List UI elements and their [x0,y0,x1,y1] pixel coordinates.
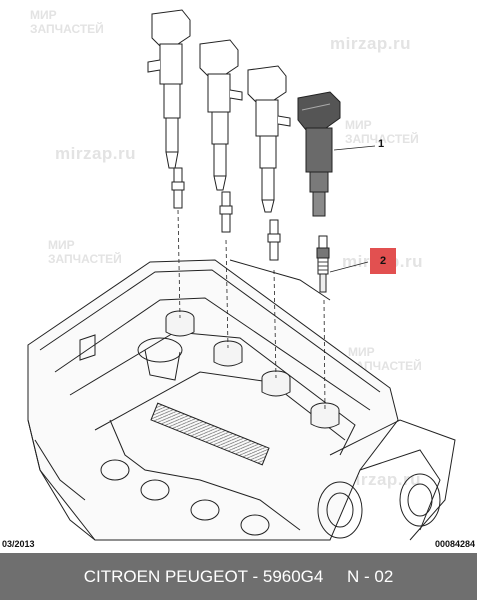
spark-plug-wells [165,310,340,429]
ignition-coil [199,39,243,191]
callout-2: 2 [370,248,396,274]
ignition-coil [247,65,291,213]
spark-plug [219,191,233,233]
caption-bar: CITROEN PEUGEOT - 5960G4 N - 02 [0,553,477,600]
spark-plug [267,219,281,261]
ignition-coil-highlighted [297,91,341,217]
document-code: 00084284 [434,539,475,549]
alignment-lines [177,209,326,411]
spark-plug-highlighted [316,235,330,293]
ignition-coil [147,9,191,169]
date-code: 03/2013 [2,539,35,549]
spark-plug [171,167,185,209]
callout-1: 1 [378,138,385,150]
cylinder-head [27,259,456,541]
caption-text: CITROEN PEUGEOT - 5960G4 N - 02 [83,566,394,586]
callout-leaders [329,145,376,273]
